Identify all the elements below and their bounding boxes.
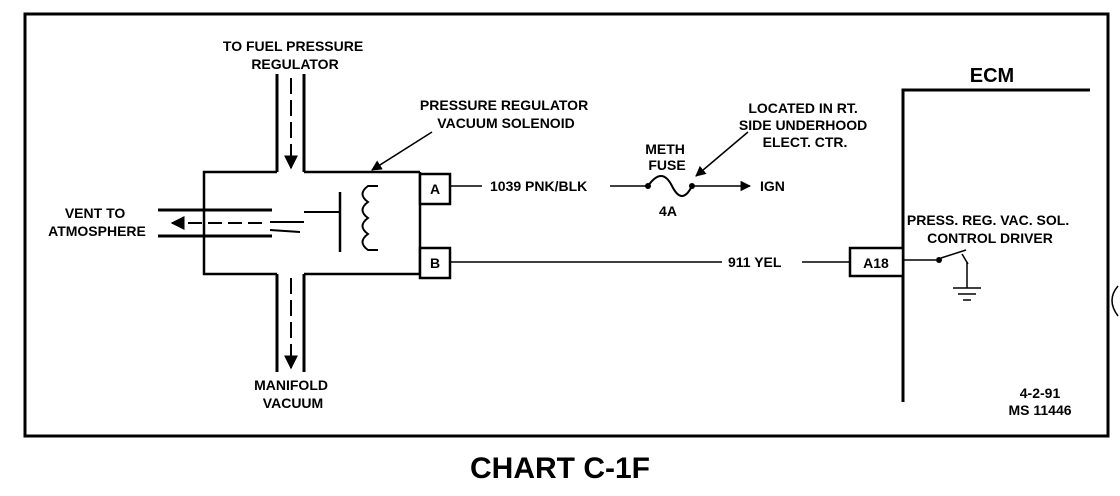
wire-b-label: 911 YEL [728,254,782,270]
date-label: 4-2-91 [1020,385,1061,401]
ecm-pin-a18-label: A18 [863,255,889,271]
solenoid-leader-arrow [371,131,433,171]
fuse-icon [645,175,695,197]
driver-switch-icon [903,249,969,288]
fuel-regulator-label: TO FUEL PRESSURE REGULATOR [223,38,367,72]
wire-a-label: 1039 PNK/BLK [490,178,587,194]
vacuum-pipe-upper [275,74,306,172]
ground-icon [953,287,981,301]
driver-label: PRESS. REG. VAC. SOL. CONTROL DRIVER [907,212,1073,246]
ecm-label: ECM [970,65,1014,87]
location-label: LOCATED IN RT. SIDE UNDERHOOD ELECT. CTR… [739,100,871,150]
solenoid-coil-icon [361,185,378,251]
ecm-pin-a18 [848,246,905,278]
vent-pipe [158,208,272,238]
chart-title: CHART C-1F [470,452,650,485]
ign-label: IGN [760,178,785,194]
location-leader-arrow [695,131,749,177]
diagram-frame [23,12,1110,438]
terminal-b-label: B [430,255,440,271]
manifold-vacuum-label: MANIFOLD VACUUM [254,377,332,411]
solenoid-label: PRESSURE REGULATOR VACUUM SOLENOID [420,97,592,131]
vent-label: VENT TO ATMOSPHERE [48,205,146,239]
ecm-boundary [901,88,1090,402]
fuse-rating: 4A [659,203,677,219]
ms-number-label: MS 11446 [1008,402,1071,418]
terminal-a [418,172,452,206]
vacuum-pipe-lower [275,274,306,372]
fuse-label: METH FUSE [645,141,689,173]
edge-mark [1111,285,1119,317]
terminal-b [418,246,452,280]
terminal-a-label: A [430,181,440,197]
